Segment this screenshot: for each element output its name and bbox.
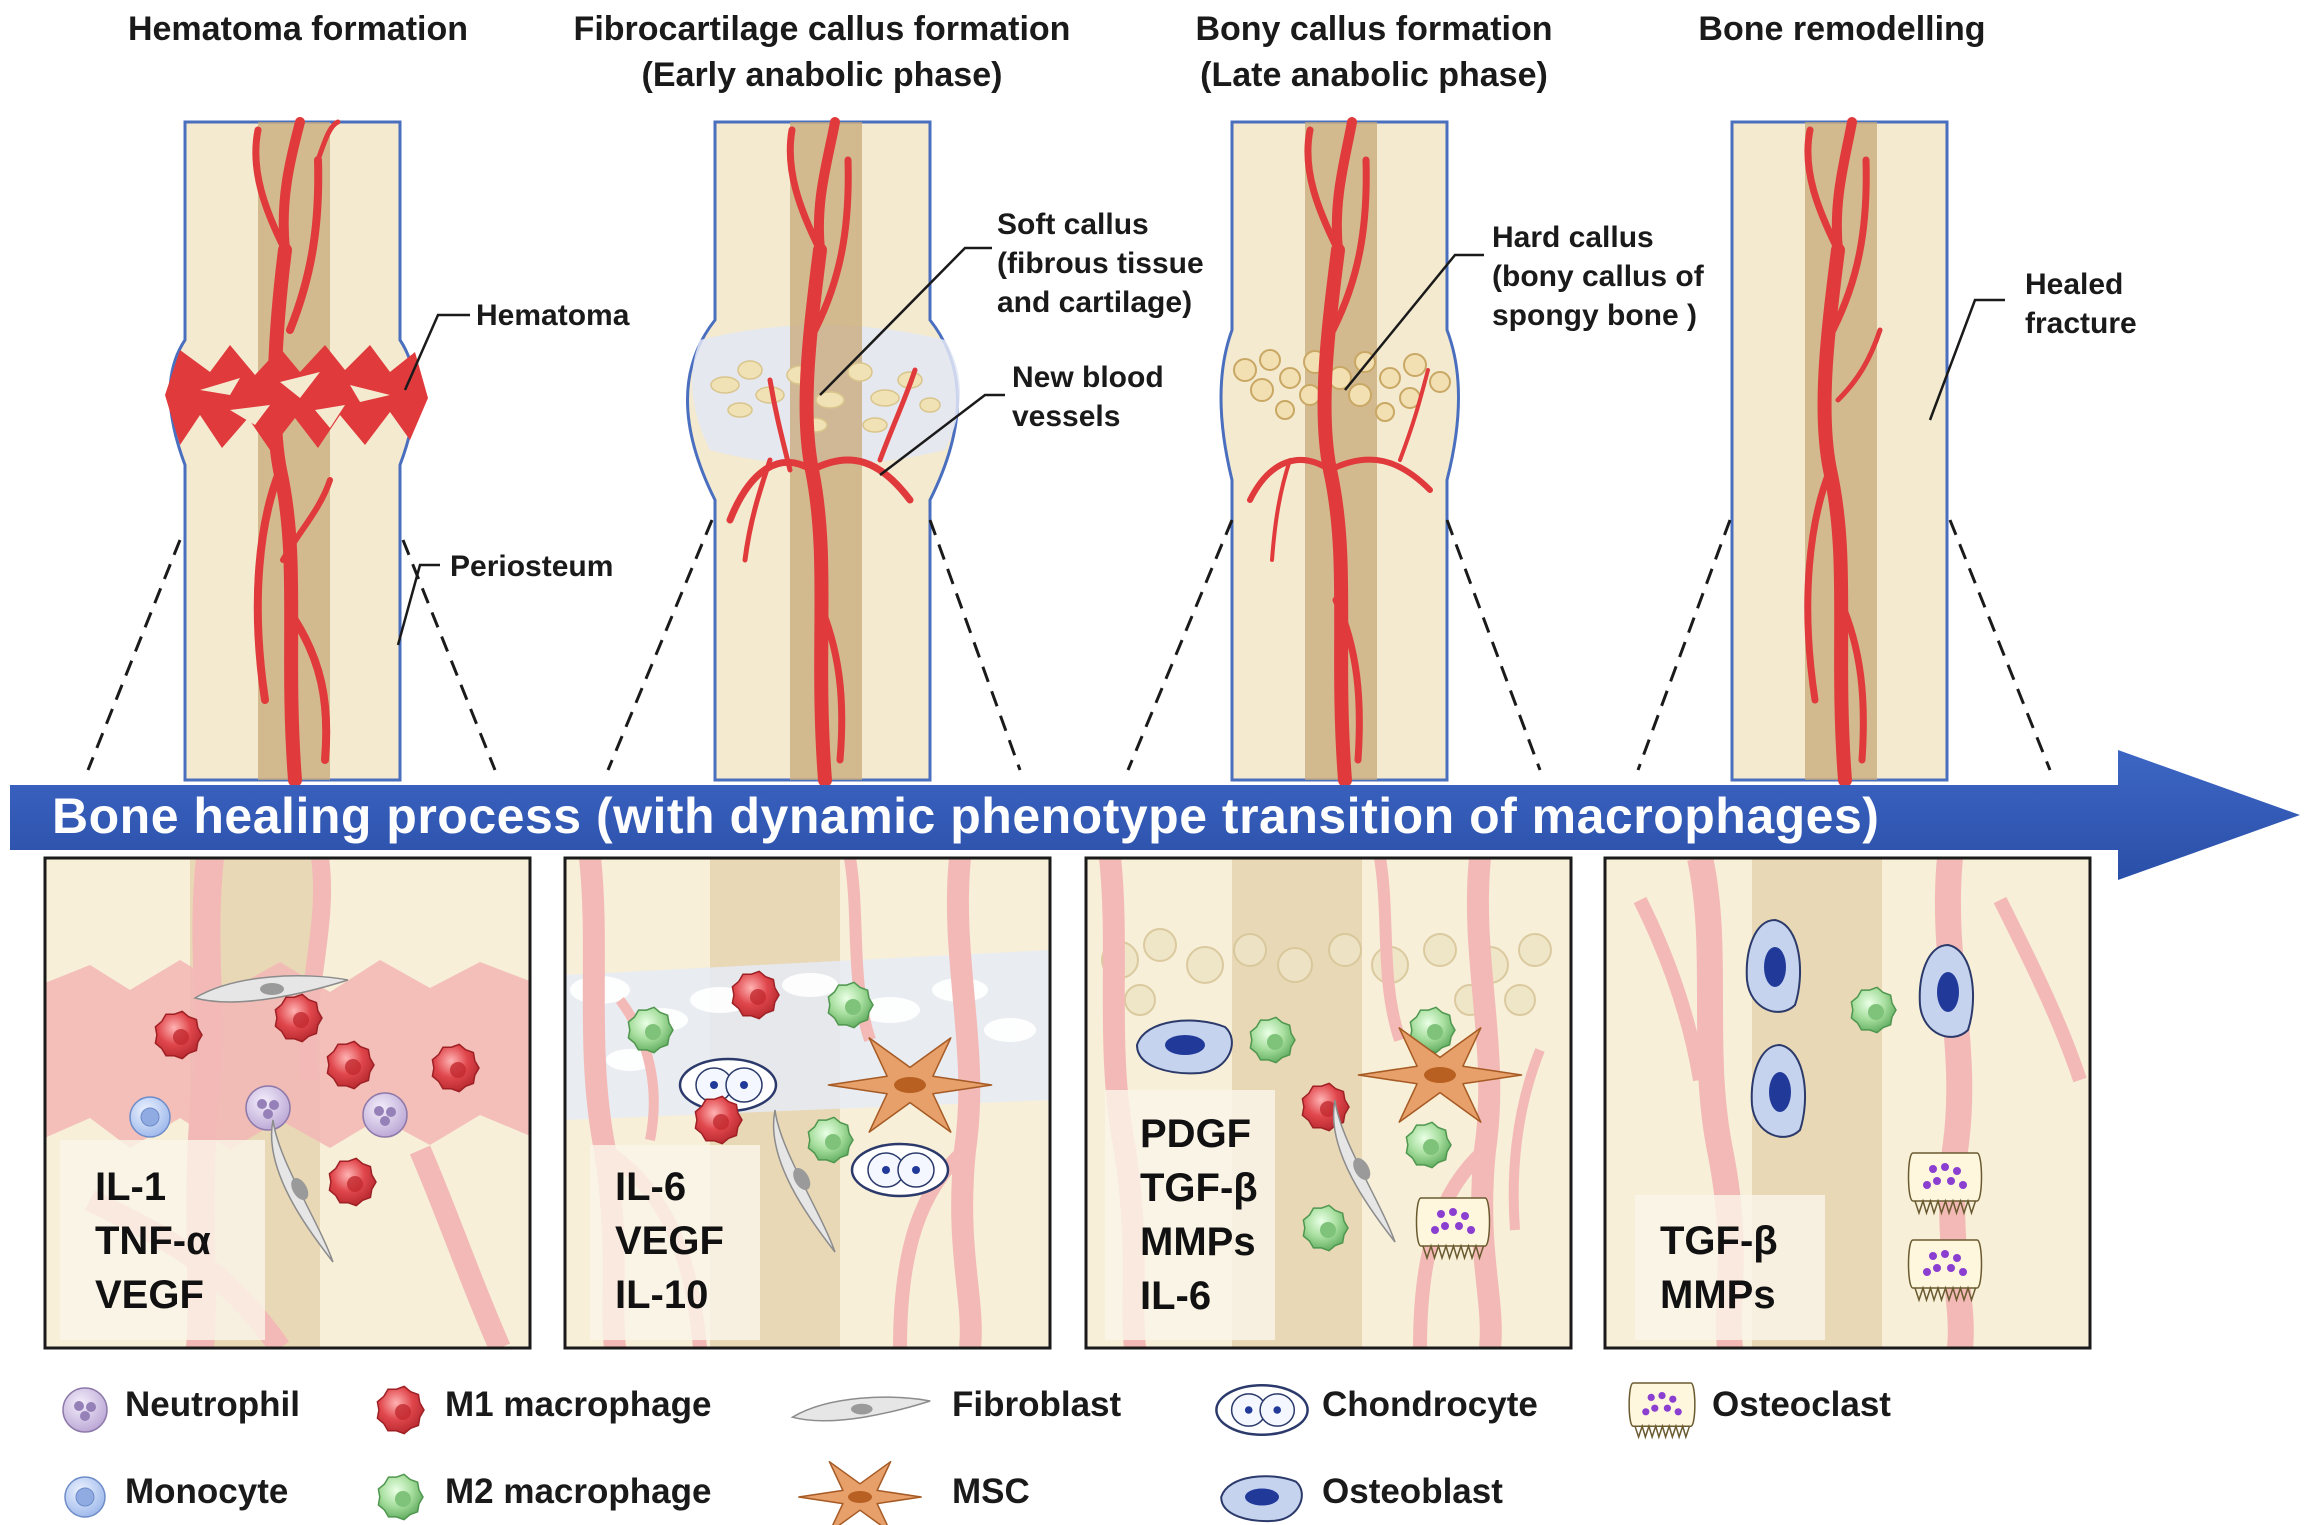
- neutrophil-cell: [245, 1085, 291, 1131]
- m2-cell: [1302, 1204, 1349, 1252]
- msc-cell: [827, 1037, 993, 1133]
- m2-cell: [1850, 986, 1897, 1034]
- label-healed-fracture: Healed fracture: [2025, 268, 2137, 340]
- msc-cell: [1357, 1027, 1523, 1123]
- osteoblast-cell: [1750, 1043, 1806, 1138]
- label-new-blood-vessels: New blood vessels: [1012, 361, 1164, 433]
- hematoma-zone: [165, 345, 428, 450]
- fibroblast-v-cell: [270, 1119, 334, 1263]
- legend-label-neutrophil: Neutrophil: [125, 1385, 300, 1424]
- chondrocyte-cell: [678, 1057, 778, 1113]
- m2-cell: [1249, 1016, 1296, 1064]
- factors-panel-4: TGF-β MMPs: [1660, 1219, 1778, 1317]
- legend-m2-macrophage-icon: [377, 1473, 424, 1521]
- chondrocyte-cell: [850, 1142, 950, 1198]
- stage-title-4: Bone remodelling: [1698, 10, 1986, 48]
- annotation-leaders: [396, 246, 2005, 646]
- m2-cell: [807, 1116, 854, 1164]
- factors-panel-3: PDGF TGF-β MMPs IL-6: [1140, 1112, 1258, 1318]
- legend-monocyte-icon: [64, 1476, 106, 1518]
- monocyte-cell: [129, 1096, 171, 1138]
- m1-cell: [274, 993, 323, 1043]
- stage-title-2: Fibrocartilage callus formation (Early a…: [573, 10, 1071, 94]
- osteoclast-cell: [1907, 1239, 1983, 1303]
- stage-title-1: Hematoma formation: [127, 10, 469, 48]
- legend-osteoblast-icon: [1220, 1475, 1303, 1523]
- bone-stage-1: [165, 117, 428, 787]
- label-periosteum: Periosteum: [450, 550, 614, 583]
- legend-label-osteoblast: Osteoblast: [1322, 1472, 1503, 1511]
- zoom-lines: [86, 519, 2052, 771]
- legend-label-m1-macrophage: M1 macrophage: [445, 1385, 712, 1424]
- legend-label-fibroblast: Fibroblast: [952, 1385, 1122, 1424]
- stage-title-3: Bony callus formation (Late anabolic pha…: [1195, 10, 1553, 94]
- process-arrow-label: Bone healing process (with dynamic pheno…: [52, 788, 1880, 844]
- m2-cell: [1405, 1121, 1452, 1169]
- bone-stage-3: [1219, 117, 1460, 787]
- panel-remodelling: [1603, 856, 2092, 1350]
- fibroblast-v-cell: [1332, 1099, 1396, 1243]
- osteoblast-cell: [1918, 943, 1974, 1038]
- osteoclast-cell: [1907, 1152, 1983, 1216]
- legend-m1-macrophage-icon: [376, 1385, 425, 1435]
- neutrophil-cell: [362, 1092, 408, 1138]
- legend-label-chondrocyte: Chondrocyte: [1322, 1385, 1538, 1424]
- factors-panel-2: IL-6 VEGF IL-10: [615, 1165, 724, 1317]
- legend-label-msc: MSC: [952, 1472, 1030, 1511]
- legend-label-m2-macrophage: M2 macrophage: [445, 1472, 712, 1511]
- m1-cell: [731, 970, 780, 1020]
- process-arrow: [10, 750, 2300, 880]
- m1-cell: [154, 1010, 203, 1060]
- osteoblast-h-cell: [1135, 1019, 1233, 1075]
- m2-cell: [1409, 1006, 1456, 1054]
- factors-panel-1: IL-1 TNF-α VEGF: [95, 1165, 211, 1317]
- m2-cell: [627, 1006, 674, 1054]
- label-hematoma: Hematoma: [476, 299, 630, 332]
- osteoblast-cell: [1745, 918, 1801, 1013]
- label-soft-callus: Soft callus (fibrous tissue and cartilag…: [997, 208, 1204, 319]
- legend-chondrocyte-icon: [1215, 1384, 1309, 1436]
- m2-cell: [827, 981, 874, 1029]
- legend-icons: [62, 1382, 1696, 1525]
- legend-label-monocyte: Monocyte: [125, 1472, 289, 1511]
- legend-label-osteoclast: Osteoclast: [1712, 1385, 1891, 1424]
- m1-cell: [694, 1095, 743, 1145]
- panel-cells: [129, 918, 1983, 1303]
- osteoclast-cell: [1415, 1197, 1491, 1261]
- fibroblast-cell: [193, 975, 349, 1003]
- m1-cell: [326, 1040, 375, 1090]
- legend-osteoclast-icon: [1628, 1382, 1696, 1440]
- legend-msc-icon: [798, 1460, 922, 1525]
- legend-fibroblast-icon: [790, 1396, 931, 1422]
- legend-neutrophil-icon: [62, 1387, 108, 1433]
- bone-stage-2: [686, 117, 960, 787]
- fibroblast-v-cell: [772, 1109, 836, 1253]
- label-hard-callus: Hard callus (bony callus of spongy bone …: [1492, 221, 1704, 332]
- m1-cell: [431, 1043, 480, 1093]
- bone-stage-4: [1730, 117, 1949, 787]
- m1-cell: [328, 1157, 377, 1207]
